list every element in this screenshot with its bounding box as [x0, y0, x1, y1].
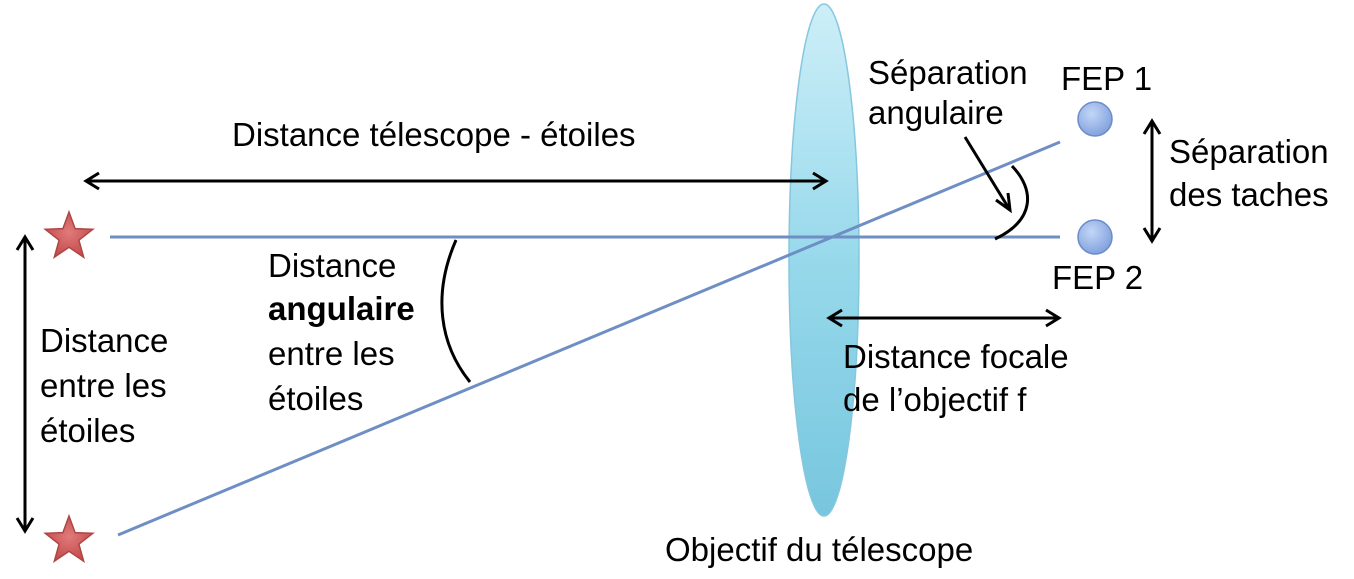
arrow-distance-focale	[826, 308, 1062, 328]
label-distance-angulaire-3: entre les	[268, 335, 395, 372]
label-distance-angulaire-2: angulaire	[268, 290, 415, 327]
label-distance-focale-2: de l’objectif f	[843, 381, 1027, 418]
telescope-objective-lens	[788, 3, 860, 517]
label-separation-taches-2: des taches	[1169, 176, 1329, 213]
arrow-distance-telescope-etoiles	[83, 171, 829, 191]
label-separation-angulaire-2: angulaire	[868, 94, 1004, 131]
label-fep2: FEP 2	[1052, 259, 1143, 296]
label-separation-angulaire-1: Séparation	[868, 54, 1028, 91]
fep1-spot	[1077, 101, 1113, 137]
arrow-distance-etoiles	[15, 234, 35, 534]
label-distance-telescope-etoiles: Distance télescope - étoiles	[232, 116, 636, 153]
angle-arc-distance-angulaire	[440, 239, 472, 383]
label-distance-angulaire-1: Distance	[268, 247, 396, 284]
label-fep1: FEP 1	[1061, 60, 1152, 97]
label-distance-etoiles-3: étoiles	[40, 412, 135, 449]
label-separation-taches-1: Séparation	[1169, 133, 1329, 170]
star-icon-top	[43, 209, 95, 259]
label-distance-focale-1: Distance focale	[843, 338, 1069, 375]
angle-arc-separation-angulaire	[994, 164, 1030, 241]
pointer-arrow-separation-angulaire	[963, 136, 1012, 214]
fep2-spot	[1077, 219, 1113, 255]
oblique-ray	[117, 140, 1061, 537]
label-distance-angulaire-4: étoiles	[268, 380, 363, 417]
label-distance-etoiles-2: entre les	[40, 367, 167, 404]
arrow-separation-taches	[1142, 118, 1162, 244]
label-distance-etoiles-1: Distance	[40, 322, 168, 359]
label-objectif-telescope: Objectif du télescope	[665, 531, 973, 568]
star-icon-bottom	[43, 513, 95, 563]
